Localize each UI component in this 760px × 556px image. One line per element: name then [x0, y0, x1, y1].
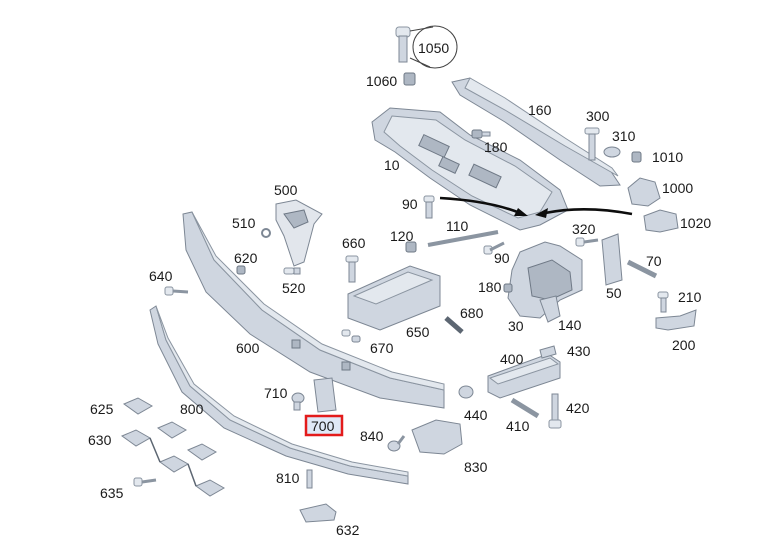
part-1050-bolt: [395, 26, 411, 63]
part-440-bolt: [458, 385, 474, 399]
callout-320[interactable]: 320: [572, 221, 596, 237]
callout-520[interactable]: 520: [282, 280, 306, 296]
callout-660[interactable]: 660: [342, 235, 366, 251]
part-420-bolt: [548, 393, 562, 429]
part-300-bolt: [584, 127, 600, 161]
part-110-rod: [427, 230, 499, 247]
callout-1010[interactable]: 1010: [652, 149, 683, 165]
callout-680[interactable]: 680: [460, 305, 484, 321]
part-840-bolt: [387, 435, 406, 452]
callout-600[interactable]: 600: [236, 340, 260, 356]
part-200-bracket: [655, 309, 697, 331]
callout-1060[interactable]: 1060: [366, 73, 397, 89]
arrow-right: [544, 208, 633, 216]
part-140-clip: [539, 295, 561, 323]
part-430-nut: [539, 345, 557, 359]
callout-200[interactable]: 200: [672, 337, 696, 353]
callout-510[interactable]: 510: [232, 215, 256, 231]
part-1010-nut: [631, 151, 642, 163]
callout-440[interactable]: 440: [464, 407, 488, 423]
callout-110[interactable]: 110: [446, 218, 469, 234]
callout-620[interactable]: 620: [234, 250, 258, 266]
callout-625[interactable]: 625: [90, 401, 114, 417]
callout-1000[interactable]: 1000: [662, 180, 693, 196]
callout-410[interactable]: 410: [506, 418, 530, 434]
part-700-bracket: [313, 377, 337, 413]
part-680-bolt: [444, 316, 464, 334]
callout-400[interactable]: 400: [500, 351, 524, 367]
part-625-sensor-bracket: [122, 397, 218, 461]
callout-632[interactable]: 632: [336, 522, 360, 538]
callout-640[interactable]: 640: [149, 268, 173, 284]
callout-810[interactable]: 810: [276, 470, 300, 486]
callout-700[interactable]: 700: [311, 418, 335, 434]
callout-830[interactable]: 830: [464, 459, 488, 475]
part-500-bracket: [275, 199, 323, 267]
part-120-grommet: [405, 241, 417, 253]
part-520-bolt: [283, 267, 301, 275]
part-210-bolt: [657, 291, 669, 313]
part-180-bolt-upper: [471, 129, 491, 139]
part-660-bolt: [345, 255, 359, 283]
callout-70[interactable]: 70: [646, 253, 662, 269]
part-640-bolt: [164, 286, 189, 296]
part-90-bolt-upper: [423, 195, 435, 219]
callout-120[interactable]: 120: [390, 228, 414, 244]
callout-1050-ellipse: [412, 25, 458, 69]
callout-840[interactable]: 840: [360, 428, 384, 444]
callout-1050[interactable]: 1050: [418, 40, 449, 56]
arrow-left: [439, 196, 521, 215]
callout-800[interactable]: 800: [180, 401, 204, 417]
part-635-bolt: [133, 477, 157, 487]
callout-210[interactable]: 210: [678, 289, 702, 305]
part-830-bracket: [411, 419, 463, 455]
part-70-bolt: [626, 259, 658, 279]
callout-90-upper[interactable]: 90: [402, 196, 418, 212]
part-50-bracket: [601, 233, 623, 286]
callout-180-upper[interactable]: 180: [484, 139, 508, 155]
part-310-washer: [603, 146, 621, 158]
callout-635[interactable]: 635: [100, 485, 124, 501]
part-1000-bracket: [627, 177, 661, 207]
callout-1020[interactable]: 1020: [680, 215, 711, 231]
callout-670[interactable]: 670: [370, 340, 394, 356]
callout-160[interactable]: 160: [528, 102, 552, 118]
callout-labels: 1050 1060 160 300 310 1010 180 10 1000 9…: [88, 40, 711, 538]
part-670-clip: [341, 329, 361, 343]
part-90-bolt-lower: [483, 241, 505, 255]
part-180-bolt-lower: [503, 283, 513, 293]
callout-430[interactable]: 430: [567, 343, 591, 359]
callout-700-highlight[interactable]: [304, 414, 344, 437]
part-410-bolt: [510, 397, 540, 419]
callout-500[interactable]: 500: [274, 182, 298, 198]
part-1060-nut: [403, 72, 416, 86]
callout-10[interactable]: 10: [384, 157, 400, 173]
part-632-bracket: [299, 503, 337, 523]
callout-650[interactable]: 650: [406, 324, 430, 340]
callout-630[interactable]: 630: [88, 432, 112, 448]
callout-310[interactable]: 310: [612, 128, 636, 144]
callout-420[interactable]: 420: [566, 400, 590, 416]
part-1020-bracket: [643, 209, 679, 233]
callout-30[interactable]: 30: [508, 318, 524, 334]
callout-300[interactable]: 300: [586, 108, 610, 124]
part-320-bolt: [575, 237, 599, 247]
callout-180-lower[interactable]: 180: [478, 279, 502, 295]
part-630-sensors: [120, 429, 226, 497]
callout-50[interactable]: 50: [606, 285, 622, 301]
callout-710[interactable]: 710: [264, 385, 288, 401]
part-620-nut: [236, 265, 246, 275]
part-710-bolt: [291, 392, 305, 411]
part-510-ring: [261, 228, 271, 238]
callout-140[interactable]: 140: [558, 317, 582, 333]
part-810-bolt: [306, 469, 313, 489]
callout-90-lower[interactable]: 90: [494, 250, 510, 266]
